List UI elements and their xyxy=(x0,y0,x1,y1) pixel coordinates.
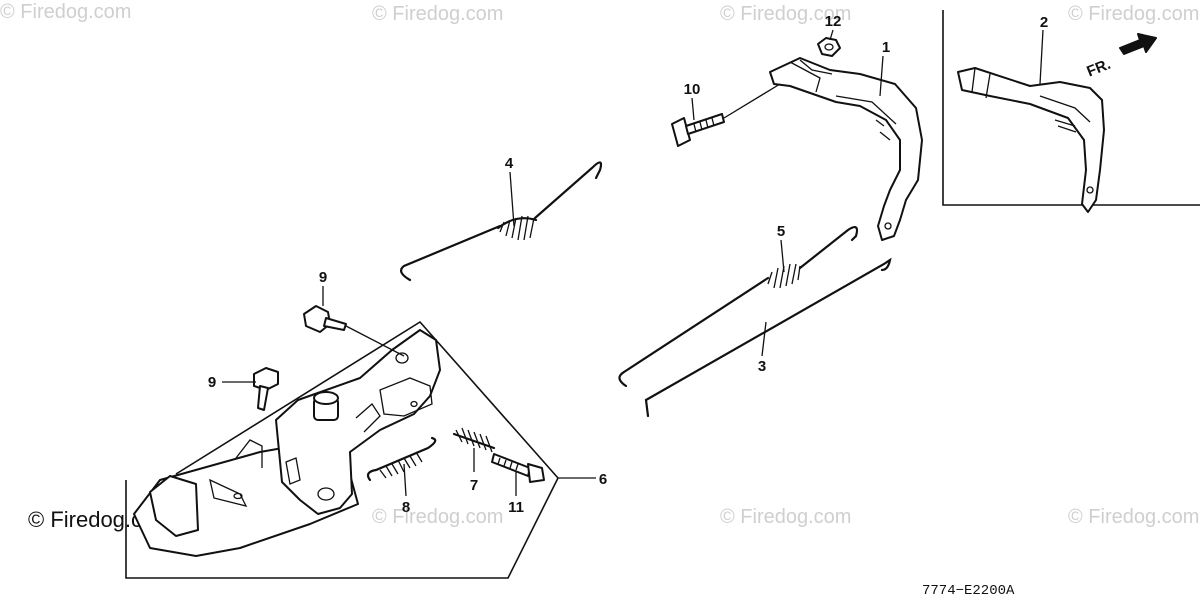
part-4-spring-rod xyxy=(400,161,603,282)
front-label: FR. xyxy=(1084,56,1113,81)
callout-6: 6 xyxy=(599,471,607,488)
callout-11: 11 xyxy=(508,499,524,516)
part-3-rod xyxy=(644,257,892,418)
callout-1: 1 xyxy=(882,39,890,56)
part-11-bolt xyxy=(491,453,545,483)
watermark: © Firedog.com xyxy=(0,1,131,23)
callout-3: 3 xyxy=(758,358,766,375)
part-6-bracket xyxy=(275,329,441,515)
callout-9-upper: 9 xyxy=(319,269,327,286)
diagram-code: 7774−E2200A xyxy=(922,583,1015,599)
part-8-spring xyxy=(366,436,437,482)
assembly-box xyxy=(125,320,559,579)
part-2-arm xyxy=(957,67,1105,213)
watermark: © Firedog.com xyxy=(1068,506,1199,528)
callout-7: 7 xyxy=(470,477,478,494)
watermark: © Firedog.com xyxy=(372,3,503,25)
callout-2: 2 xyxy=(1040,14,1048,31)
watermark: © Firedog.com xyxy=(372,506,503,528)
callout-5: 5 xyxy=(777,223,785,240)
watermark: © Firedog.com xyxy=(1068,3,1199,25)
inset-box: FR. xyxy=(942,10,1200,213)
part-1-arm xyxy=(769,57,923,241)
callout-12: 12 xyxy=(825,13,842,30)
part-9-bolt-upper xyxy=(303,305,347,333)
callout-4: 4 xyxy=(505,155,514,172)
part-7-spring xyxy=(452,427,496,453)
part-9-bolt-lower xyxy=(253,367,279,411)
watermark: © Firedog.com xyxy=(720,506,851,528)
part-10-bolt xyxy=(671,113,725,147)
watermark: © Firedog.com xyxy=(720,3,851,25)
callout-8: 8 xyxy=(402,499,410,516)
bracket-knob xyxy=(313,391,339,421)
part-5-spring-rod xyxy=(618,226,859,388)
callout-10: 10 xyxy=(684,81,701,98)
part-12-nut xyxy=(817,37,841,57)
callout-9-lower: 9 xyxy=(208,374,216,391)
front-arrow: FR. xyxy=(1084,33,1157,81)
leader-lines xyxy=(222,29,1044,497)
